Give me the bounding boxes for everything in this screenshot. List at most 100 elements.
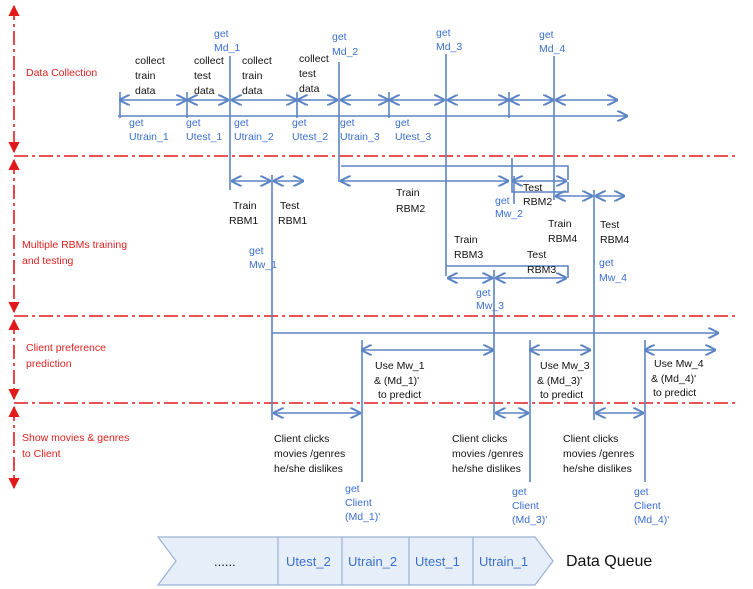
- get-md3-l1: get: [436, 27, 451, 39]
- test-rbm3-l1: Test: [527, 249, 546, 261]
- collect-2-l3: data: [194, 85, 215, 97]
- get-utest2-l1: get: [292, 117, 307, 129]
- train-rbm1-l2: RBM1: [229, 215, 258, 227]
- get-utrain1-l1: get: [129, 117, 144, 129]
- get-md2-l2: Md_2: [332, 46, 358, 58]
- predict-1-l2: & (Md_1)': [374, 375, 419, 387]
- get-client3-l1: get: [512, 486, 527, 498]
- rbm-labels: Train RBM1 Test RBM1 Train RBM2 Test RBM…: [229, 182, 629, 276]
- rbm2-bracket: [341, 165, 569, 180]
- collect-4-l1: collect: [299, 53, 329, 65]
- get-client4-l2: Client: [634, 500, 661, 512]
- train-rbm1-l1: Train: [233, 200, 257, 212]
- get-md4-l1: get: [539, 29, 554, 41]
- get-mw4-l2: Mw_4: [599, 272, 627, 284]
- predict-3-l2: & (Md_3)': [537, 375, 582, 387]
- collect-4-l3: data: [299, 83, 320, 95]
- get-md2-l1: get: [332, 31, 347, 43]
- predict-4-l3: to predict: [653, 387, 696, 399]
- test-rbm1-l1: Test: [280, 200, 299, 212]
- get-md1-l1: get: [214, 28, 229, 40]
- get-client1-l1: get: [345, 483, 360, 495]
- get-utest2-l2: Utest_2: [292, 131, 328, 143]
- get-utrain1-l2: Utrain_1: [129, 131, 169, 143]
- get-utest3-l1: get: [395, 117, 410, 129]
- get-utest3-l2: Utest_3: [395, 131, 431, 143]
- rbm-flow: [232, 158, 624, 368]
- train-rbm4-l2: RBM4: [548, 233, 577, 245]
- stage-dividers: [8, 4, 738, 490]
- stage-show-line2: to Client: [22, 448, 61, 460]
- rbm2-test-bracket: [511, 158, 569, 193]
- click-4-l3: he/she dislikes: [563, 463, 632, 475]
- queue-cell-utest2: Utest_2: [286, 554, 331, 569]
- get-mw2-l1: get: [495, 195, 510, 207]
- collect-1-l1: collect: [135, 55, 165, 67]
- predict-3-l1: Use Mw_3: [540, 360, 590, 372]
- get-mw4-l1: get: [599, 257, 614, 269]
- get-mw3-l2: Mw_3: [476, 300, 504, 312]
- test-rbm1-l2: RBM1: [278, 215, 307, 227]
- test-rbm3-l2: RBM3: [527, 264, 556, 276]
- collect-3-l2: train: [242, 70, 263, 82]
- get-client4-l1: get: [634, 486, 649, 498]
- prediction-flow: [271, 262, 718, 482]
- stage-pref-line1: Client preference: [26, 342, 106, 354]
- get-mw2-l2: Mw_2: [495, 208, 523, 220]
- click-4-l1: Client clicks: [563, 433, 618, 445]
- train-rbm2-l2: RBM2: [396, 203, 425, 215]
- click-3-l2: movies /genres: [452, 448, 523, 460]
- get-client3-l2: Client: [512, 500, 539, 512]
- test-rbm4-l1: Test: [600, 219, 619, 231]
- get-client1-l2: Client: [345, 497, 372, 509]
- get-mw3-l1: get: [476, 287, 491, 299]
- client-labels: get Client (Md_1)' get Client (Md_3)' ge…: [345, 483, 669, 526]
- stage-pref-line2: prediction: [26, 358, 72, 370]
- stage-rbm-line1: Multiple RBMs training: [22, 239, 127, 251]
- queue-cell-utest1: Utest_1: [415, 554, 460, 569]
- get-md1-l2: Md_1: [214, 42, 240, 54]
- stage-labels: Data Collection Multiple RBMs training a…: [22, 67, 129, 460]
- collect-3-l3: data: [242, 85, 263, 97]
- click-3-l3: he/she dislikes: [452, 463, 521, 475]
- predict-labels: Use Mw_1 & (Md_1)' to predict Use Mw_3 &…: [374, 358, 704, 401]
- train-rbm2-l1: Train: [396, 187, 420, 199]
- train-rbm4-l1: Train: [548, 218, 572, 230]
- test-rbm2-l2: RBM2: [523, 196, 552, 208]
- get-client1-l3: (Md_1)': [345, 511, 380, 523]
- test-rbm2-l1: Test: [523, 182, 542, 194]
- predict-1-l3: to predict: [378, 389, 421, 401]
- click-1-l3: he/she dislikes: [274, 463, 343, 475]
- train-rbm3-l2: RBM3: [454, 249, 483, 261]
- predict-1-l1: Use Mw_1: [375, 360, 425, 372]
- get-mw1-l1: get: [249, 245, 264, 257]
- stage-data-collection: Data Collection: [26, 67, 97, 79]
- collect-4-l2: test: [299, 68, 316, 80]
- queue-cell-utrain1: Utrain_1: [479, 554, 528, 569]
- click-3-l1: Client clicks: [452, 433, 507, 445]
- get-md3-l2: Md_3: [436, 41, 462, 53]
- get-utrain2-l2: Utrain_2: [234, 131, 274, 143]
- collect-1-l3: data: [135, 85, 156, 97]
- collect-labels: collect train data collect test data col…: [135, 53, 329, 97]
- collect-3-l1: collect: [242, 55, 272, 67]
- queue-cell-utrain2: Utrain_2: [348, 554, 397, 569]
- train-rbm3-l1: Train: [454, 234, 478, 246]
- collect-1-l2: train: [135, 70, 156, 82]
- predict-3-l3: to predict: [540, 389, 583, 401]
- stage-show-line1: Show movies & genres: [22, 432, 129, 444]
- click-1-l2: movies /genres: [274, 448, 345, 460]
- u-labels: get Utrain_1 get Utest_1 get Utrain_2 ge…: [129, 117, 431, 143]
- md-labels: get Md_1 get Md_2 get Md_3 get Md_4: [214, 27, 565, 58]
- predict-4-l2: & (Md_4)': [651, 373, 696, 385]
- queue-label: Data Queue: [566, 553, 652, 570]
- get-md4-l2: Md_4: [539, 43, 565, 55]
- test-rbm4-l2: RBM4: [600, 234, 629, 246]
- queue-cell-ellipsis: ......: [214, 554, 236, 569]
- get-utrain2-l1: get: [234, 117, 249, 129]
- get-client4-l3: (Md_4)': [634, 514, 669, 526]
- get-utest1-l2: Utest_1: [186, 131, 222, 143]
- queue-body: [156, 536, 554, 586]
- get-utrain3-l1: get: [340, 117, 355, 129]
